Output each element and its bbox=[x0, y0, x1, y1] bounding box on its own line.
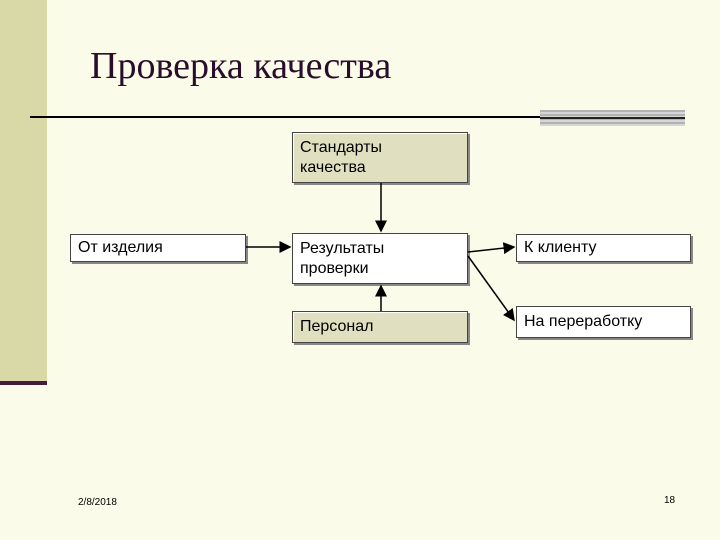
node-to-client-label: К клиенту bbox=[524, 239, 597, 256]
arrow-results-to-rework bbox=[467, 255, 515, 322]
sidebar-decoration bbox=[0, 0, 47, 381]
slide-title: Проверка качества bbox=[90, 45, 392, 87]
node-to-rework: На переработку bbox=[516, 306, 691, 338]
sidebar-underline bbox=[0, 381, 47, 385]
node-inspection-results-label: Результаты проверки bbox=[300, 240, 385, 277]
slide-page-number: 18 bbox=[664, 495, 676, 506]
node-personnel: Персонал bbox=[292, 311, 468, 343]
node-personnel-label: Персонал bbox=[300, 318, 374, 335]
title-divider bbox=[30, 116, 540, 118]
slide-date: 2/8/2018 bbox=[78, 497, 117, 508]
node-to-client: К клиенту bbox=[516, 234, 691, 262]
node-quality-standards: Стандарты качества bbox=[292, 132, 468, 183]
title-accent-line bbox=[540, 117, 685, 119]
node-quality-standards-label: Стандарты качества bbox=[300, 139, 383, 176]
arrow-results-to-client bbox=[467, 242, 516, 255]
node-from-product-label: От изделия bbox=[78, 239, 163, 256]
node-from-product: От изделия bbox=[70, 234, 246, 262]
node-to-rework-label: На переработку bbox=[524, 313, 643, 330]
node-inspection-results: Результаты проверки bbox=[292, 233, 468, 284]
